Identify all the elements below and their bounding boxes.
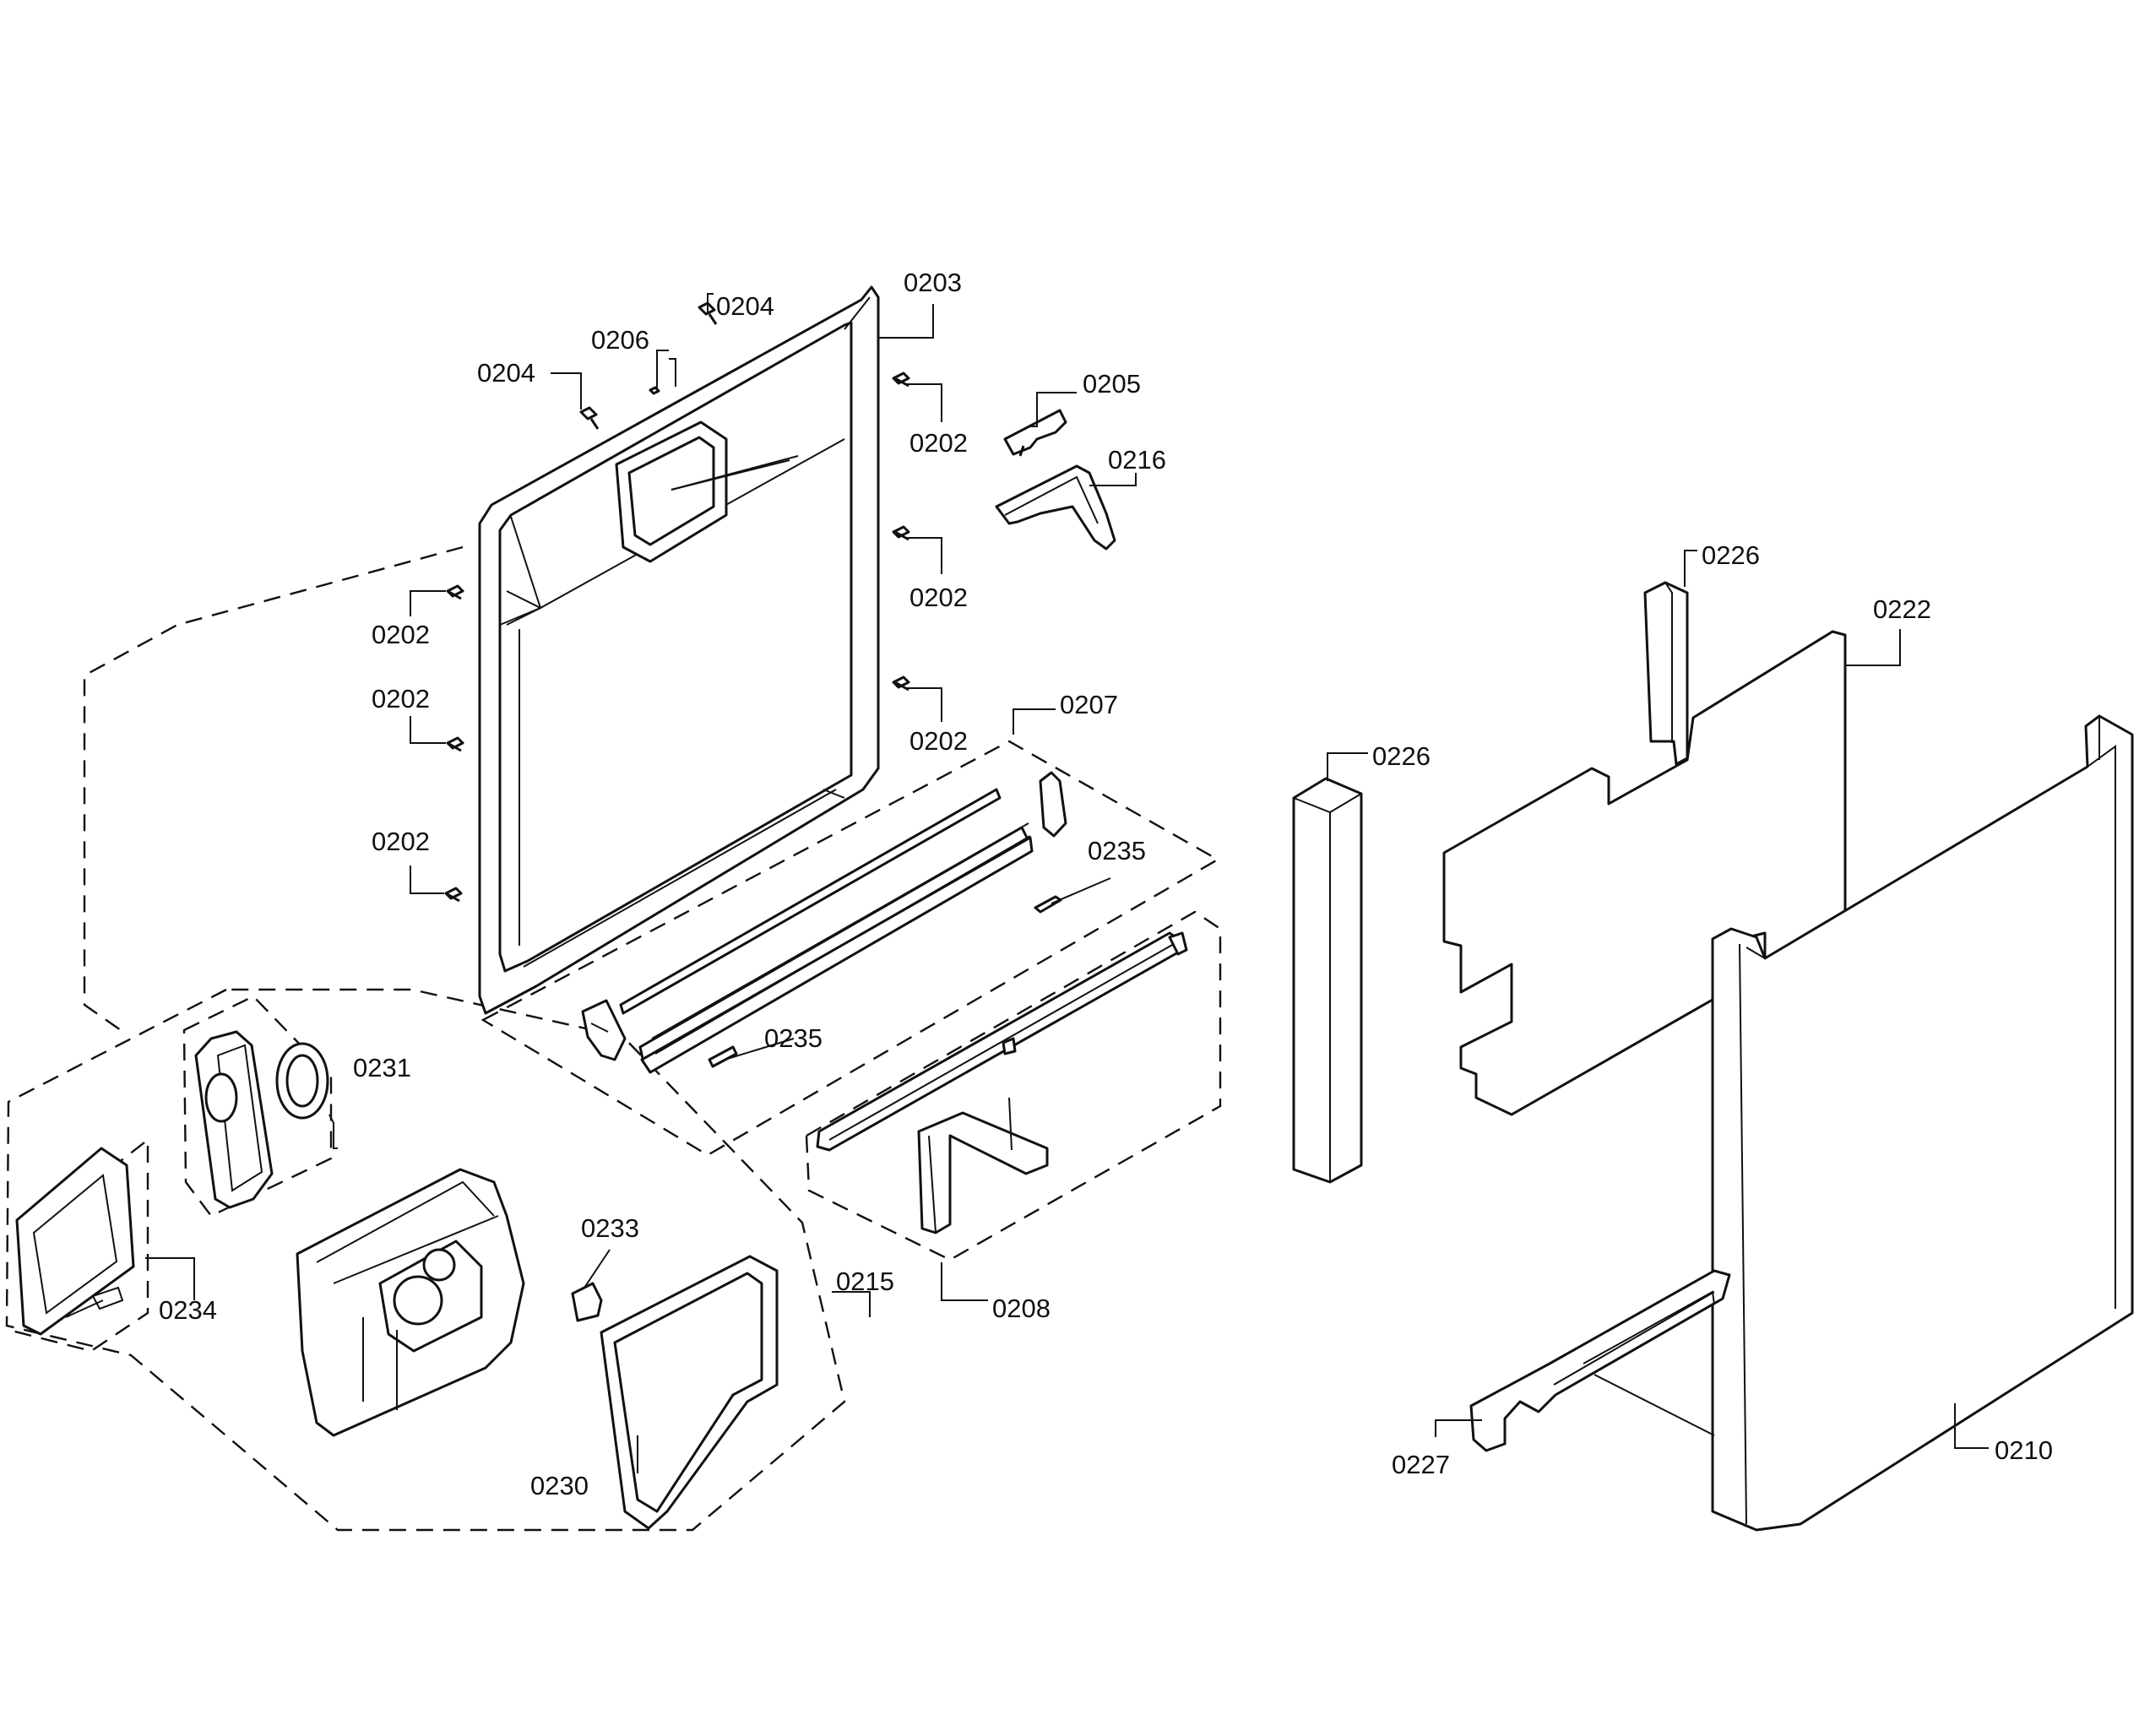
callout-0227: 0227 xyxy=(1392,1450,1450,1479)
inner-door-frame xyxy=(478,285,880,1015)
group-outline-0231 xyxy=(182,995,333,1218)
callout-0202-b: 0202 xyxy=(909,583,968,612)
callout-0208: 0208 xyxy=(992,1294,1051,1323)
hinge-parts xyxy=(995,409,1116,551)
callout-0226-left: 0226 xyxy=(1372,741,1431,771)
group-outline-0215 xyxy=(5,988,846,1532)
callout-0210: 0210 xyxy=(1995,1435,2053,1465)
outer-panels xyxy=(1292,581,2134,1532)
callout-0202-c: 0202 xyxy=(909,726,968,756)
callout-0215: 0215 xyxy=(836,1267,894,1296)
callout-0205: 0205 xyxy=(1083,369,1141,399)
slide-rail-0208 xyxy=(816,931,1188,1234)
group-outline-frame xyxy=(83,545,464,1035)
callout-0235-b: 0235 xyxy=(764,1023,823,1053)
callout-0206: 0206 xyxy=(591,325,649,355)
callout-0216: 0216 xyxy=(1108,445,1166,475)
callout-labels: 0203 0204 0204 0206 0205 0216 0202 0202 … xyxy=(159,268,2053,1500)
leader-lines xyxy=(145,293,1989,1473)
group-outline-0234 xyxy=(8,1137,149,1353)
callout-0202-e: 0202 xyxy=(372,684,430,713)
callout-0222: 0222 xyxy=(1873,594,1931,624)
callout-0207: 0207 xyxy=(1060,690,1118,719)
callout-0202-a: 0202 xyxy=(909,428,968,458)
callout-0233: 0233 xyxy=(581,1213,639,1243)
callout-0235-a: 0235 xyxy=(1088,836,1146,865)
callout-0226-top: 0226 xyxy=(1702,540,1760,570)
callout-0202-d: 0202 xyxy=(372,620,430,649)
handle-assembly-0215 xyxy=(15,1030,779,1530)
callout-0230: 0230 xyxy=(530,1471,589,1500)
callout-0204-right: 0204 xyxy=(716,291,774,321)
callout-0203: 0203 xyxy=(904,268,962,297)
callout-0204-left: 0204 xyxy=(477,358,535,388)
group-outline-0208 xyxy=(805,910,1222,1261)
callout-0231: 0231 xyxy=(353,1053,411,1082)
callout-0202-f: 0202 xyxy=(372,827,430,856)
callout-0234: 0234 xyxy=(159,1295,217,1325)
rail-assembly-0207 xyxy=(581,771,1067,1074)
